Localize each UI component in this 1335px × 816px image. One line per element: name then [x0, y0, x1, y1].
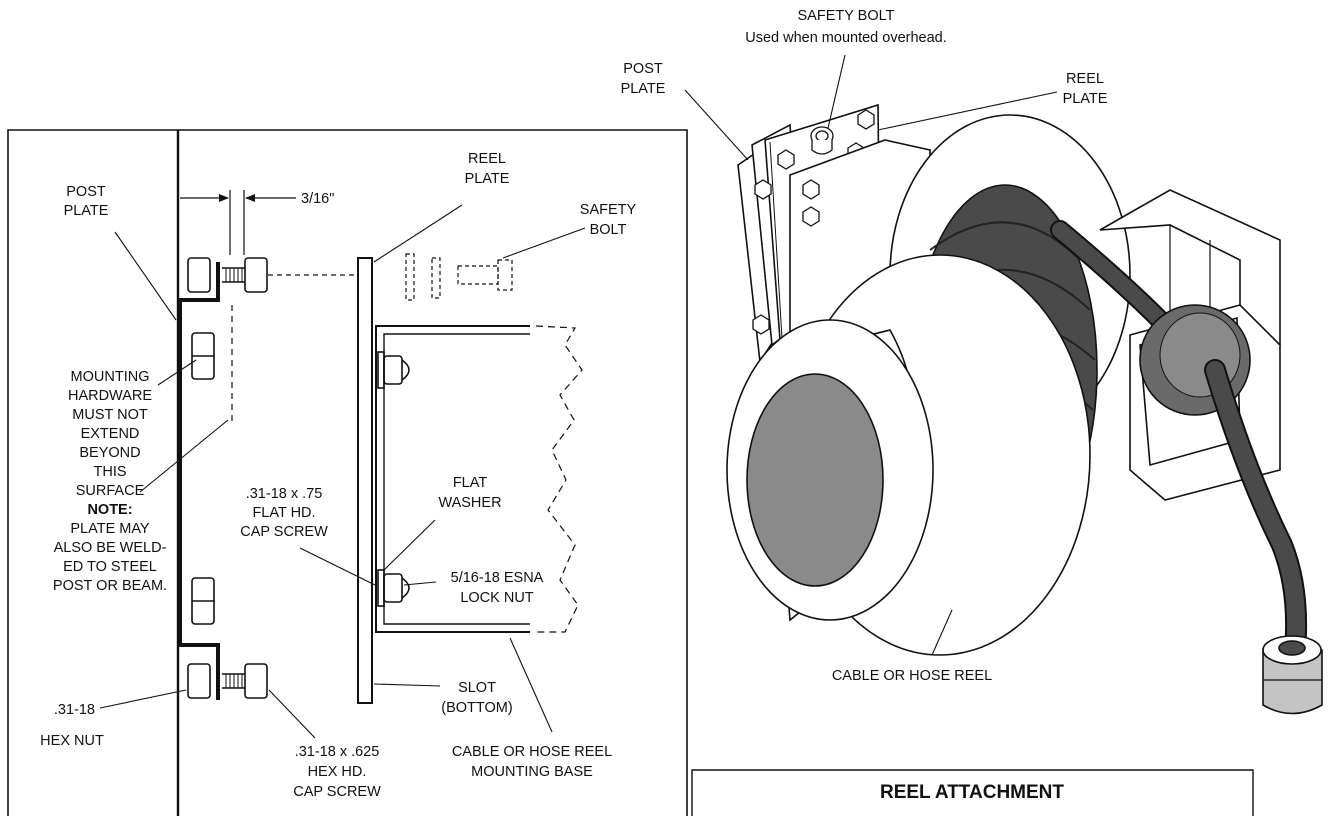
hex-hd-screw-label-2: HEX HD. — [308, 764, 367, 780]
hex-hd-screw-label-3: CAP SCREW — [293, 784, 381, 800]
flat-hd-screw-label-1: .31-18 x .75 — [246, 486, 323, 502]
iso-post-plate-label-2: PLATE — [621, 81, 666, 97]
left-leader-lines — [99, 204, 586, 739]
reel-plate-shape — [357, 257, 373, 704]
reel-plate-label-1: REEL — [468, 151, 506, 167]
break-line — [535, 325, 583, 633]
title-box-frame — [691, 769, 1254, 816]
note-line-4: POST OR BEAM. — [53, 578, 167, 594]
mounting-base-label-1: CABLE OR HOSE REEL — [452, 744, 612, 760]
note-line-3: ED TO STEEL — [63, 559, 157, 575]
lock-nut-label-2: LOCK NUT — [460, 590, 533, 606]
iso-hub-recess — [746, 373, 884, 587]
iso-safety-bolt-note: Used when mounted overhead. — [745, 30, 947, 46]
mounting-note-line-1: MOUNTING — [71, 369, 150, 385]
hex-nut-label-1: .31-18 — [54, 702, 95, 718]
safety-bolt-label-1: SAFETY — [580, 202, 637, 218]
hex-hd-screw-label-1: .31-18 x .625 — [295, 744, 380, 760]
flat-washer-label-2: WASHER — [438, 495, 501, 511]
top-screw-head — [244, 257, 268, 293]
mounting-note-line-5: BEYOND — [79, 445, 140, 461]
post-plate-shape — [178, 262, 220, 700]
flat-washer-label-1: FLAT — [453, 475, 488, 491]
note-heading: NOTE: — [87, 502, 132, 518]
iso-safety-bolt — [810, 126, 834, 155]
iso-reel-plate-label-2: PLATE — [1063, 91, 1108, 107]
right-leader-lines — [684, 54, 1058, 656]
mounting-base-shape — [375, 325, 530, 633]
safety-bolt-label-2: BOLT — [590, 222, 627, 238]
note-line-2: ALSO BE WELD- — [54, 540, 167, 556]
flat-hd-screw-label-2: FLAT HD. — [252, 505, 315, 521]
iso-safety-bolt-label: SAFETY BOLT — [798, 8, 895, 24]
left-labels: POST PLATE 3/16" REEL PLATE SAFETY BOLT … — [40, 151, 636, 800]
safety-bolt-dashed — [405, 253, 513, 301]
bottom-hex-nut — [187, 663, 211, 699]
right-labels: SAFETY BOLT Used when mounted overhead. … — [621, 8, 1108, 684]
reel-plate-label-2: PLATE — [465, 171, 510, 187]
top-hex-nut — [187, 257, 211, 293]
post-plate-label-1: POST — [66, 184, 106, 200]
left-section-view — [7, 129, 688, 816]
slot-label-1: SLOT — [458, 680, 496, 696]
post-plate-label-2: PLATE — [64, 203, 109, 219]
iso-cable-end — [1262, 635, 1323, 715]
title-box: REEL ATTACHMENT — [691, 769, 1254, 816]
mounting-note-line-4: EXTEND — [81, 426, 140, 442]
mounting-base-label-2: MOUNTING BASE — [471, 764, 593, 780]
iso-reel-plate-label-1: REEL — [1066, 71, 1104, 87]
bottom-screw-head — [244, 663, 268, 699]
title-text: REEL ATTACHMENT — [880, 782, 1064, 803]
iso-post-plate-label-1: POST — [623, 61, 663, 77]
mounting-note-line-6: THIS — [93, 464, 126, 480]
flat-hd-screw-label-3: CAP SCREW — [240, 524, 328, 540]
hex-nut-label-2: HEX NUT — [40, 733, 104, 749]
iso-reel-label: CABLE OR HOSE REEL — [832, 668, 992, 684]
lock-nut-label-1: 5/16-18 ESNA — [451, 570, 544, 586]
mounting-note-line-3: MUST NOT — [72, 407, 148, 423]
mounting-note-line-2: HARDWARE — [68, 388, 152, 404]
dimension-label: 3/16" — [301, 191, 334, 207]
right-isometric-view — [726, 103, 1323, 715]
note-line-1: PLATE MAY — [70, 521, 150, 537]
left-frame — [7, 129, 688, 816]
mounting-note-block: MOUNTING HARDWARE MUST NOT EXTEND BEYOND… — [53, 369, 167, 594]
mounting-note-line-7: SURFACE — [76, 483, 145, 499]
slot-label-2: (BOTTOM) — [441, 700, 512, 716]
